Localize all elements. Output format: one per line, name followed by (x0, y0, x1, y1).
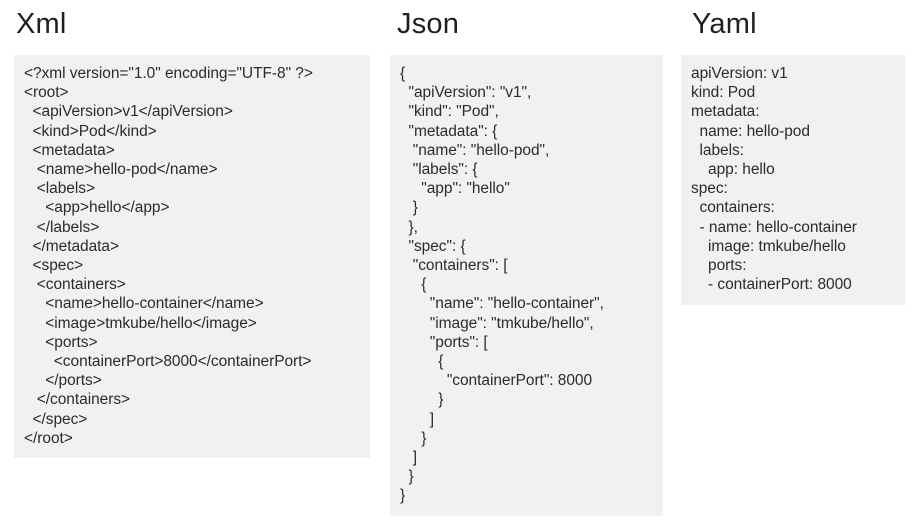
code-content-xml: <?xml version="1.0" encoding="UTF-8" ?> … (24, 65, 313, 447)
column-heading-yaml: Yaml (692, 8, 757, 40)
format-column-xml: Xml <?xml version="1.0" encoding="UTF-8"… (14, 0, 370, 459)
format-column-json: Json { "apiVersion": "v1", "kind": "Pod"… (390, 0, 663, 516)
code-content-yaml: apiVersion: v1 kind: Pod metadata: name:… (691, 65, 857, 294)
column-heading-xml: Xml (16, 8, 67, 40)
code-content-json: { "apiVersion": "v1", "kind": "Pod", "me… (400, 65, 604, 505)
format-column-yaml: Yaml apiVersion: v1 kind: Pod metadata: … (681, 0, 905, 305)
code-panel-yaml: apiVersion: v1 kind: Pod metadata: name:… (681, 55, 905, 305)
code-panel-json: { "apiVersion": "v1", "kind": "Pod", "me… (390, 55, 663, 516)
column-heading-json: Json (397, 8, 460, 40)
code-panel-xml: <?xml version="1.0" encoding="UTF-8" ?> … (14, 55, 370, 459)
